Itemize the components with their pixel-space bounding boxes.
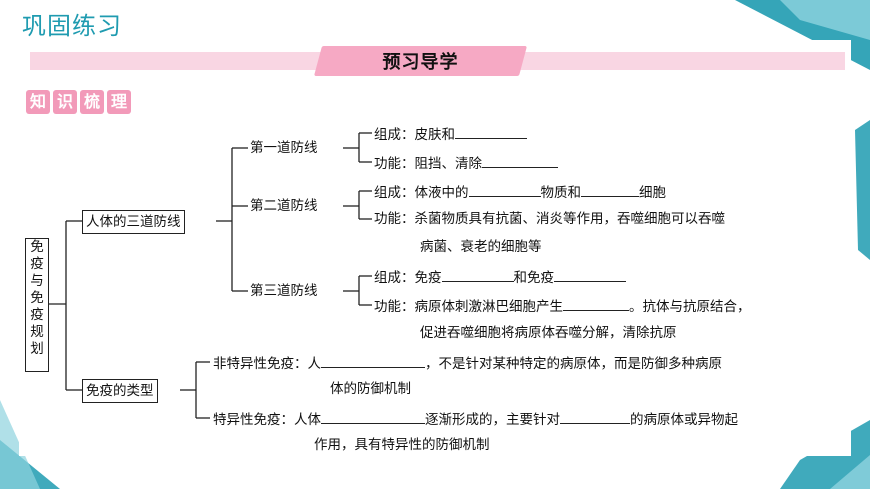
second-line-function-1: 功能：杀菌物质具有抗菌、消炎等作用，吞噬细胞可以吞噬 (374, 211, 725, 227)
first-function-text: 功能：阻挡、清除 (374, 156, 482, 172)
second-composition-c: 细胞 (639, 185, 666, 201)
third-function-1a: 功能：病原体刺激淋巴细胞产生 (374, 299, 563, 315)
second-composition-b: 物质和 (540, 185, 582, 201)
answer-blank[interactable] (581, 182, 639, 197)
specific-immunity-cont: 作用，具有特异性的防御机制 (314, 437, 490, 453)
answer-blank[interactable] (468, 182, 541, 197)
section-char-2: 识 (53, 90, 77, 114)
nonspecific-immunity: 非特异性免疫：人 ，不是针对某种特定的病原体，而是防御多种病原 (213, 353, 722, 373)
root-char: 规 (30, 324, 44, 340)
banner-label: 预习导学 (382, 52, 459, 73)
deco-light-bottom-right (830, 455, 870, 489)
section-char-3: 梳 (80, 90, 104, 114)
nonspecific-immunity-cont: 体的防御机制 (330, 381, 411, 397)
answer-blank[interactable] (441, 267, 514, 282)
specific-b: 逐渐形成的，主要针对 (425, 412, 560, 428)
root-char: 疫 (30, 256, 44, 272)
section-char-4: 理 (107, 90, 131, 114)
deco-light-top-right (780, 0, 870, 40)
page-title: 巩固练习 (22, 12, 122, 40)
root-char: 疫 (30, 307, 44, 323)
nonspecific-a: 非特异性免疫：人 (213, 356, 321, 372)
root-char: 免 (30, 290, 44, 306)
third-line-function-1: 功能：病原体刺激淋巴细胞产生 。抗体与抗原结合， (374, 296, 751, 316)
root-char: 划 (30, 341, 44, 357)
second-line-composition: 组成：体液中的 物质和 细胞 (374, 182, 666, 202)
node-first-line: 第一道防线 (250, 140, 318, 156)
first-line-composition: 组成：皮肤和 (374, 124, 527, 144)
answer-blank[interactable] (554, 267, 626, 282)
specific-c: 的病原体或异物起 (630, 412, 738, 428)
third-line-function-2: 促进吞噬细胞将病原体吞噬分解，清除抗原 (420, 325, 677, 341)
root-node-immunity: 免 疫 与 免 疫 规 划 (25, 238, 49, 372)
second-line-function-2: 病菌、衰老的细胞等 (420, 239, 542, 255)
first-line-function: 功能：阻挡、清除 (374, 153, 558, 173)
node-immunity-types: 免疫的类型 (82, 379, 158, 403)
banner-strip-left (30, 52, 325, 70)
specific-a: 特异性免疫：人体 (213, 412, 321, 428)
content-panel (19, 40, 851, 456)
answer-blank[interactable] (321, 353, 425, 368)
first-composition-text: 组成：皮肤和 (374, 127, 455, 143)
specific-immunity: 特异性免疫：人体 逐渐形成的，主要针对 的病原体或异物起 (213, 409, 738, 429)
answer-blank[interactable] (321, 409, 425, 424)
node-three-lines-of-defense: 人体的三道防线 (82, 210, 185, 234)
answer-blank[interactable] (455, 124, 527, 139)
answer-blank[interactable] (560, 409, 630, 424)
node-third-line: 第三道防线 (250, 283, 318, 299)
deco-teal-right (855, 120, 870, 260)
third-composition-a: 组成：免疫 (374, 270, 442, 286)
nonspecific-b: ，不是针对某种特定的病原体，而是防御多种病原 (425, 356, 722, 372)
root-char: 免 (30, 239, 44, 255)
third-function-1b: 。抗体与抗原结合， (629, 299, 751, 315)
root-char: 与 (30, 273, 44, 289)
section-char-1: 知 (26, 90, 50, 114)
answer-blank[interactable] (563, 296, 629, 311)
node-second-line: 第二道防线 (250, 198, 318, 214)
third-composition-b: 和免疫 (513, 270, 555, 286)
banner-strip-right (515, 52, 845, 70)
answer-blank[interactable] (482, 153, 558, 168)
second-composition-a: 组成：体液中的 (374, 185, 469, 201)
third-line-composition: 组成：免疫 和免疫 (374, 267, 626, 287)
